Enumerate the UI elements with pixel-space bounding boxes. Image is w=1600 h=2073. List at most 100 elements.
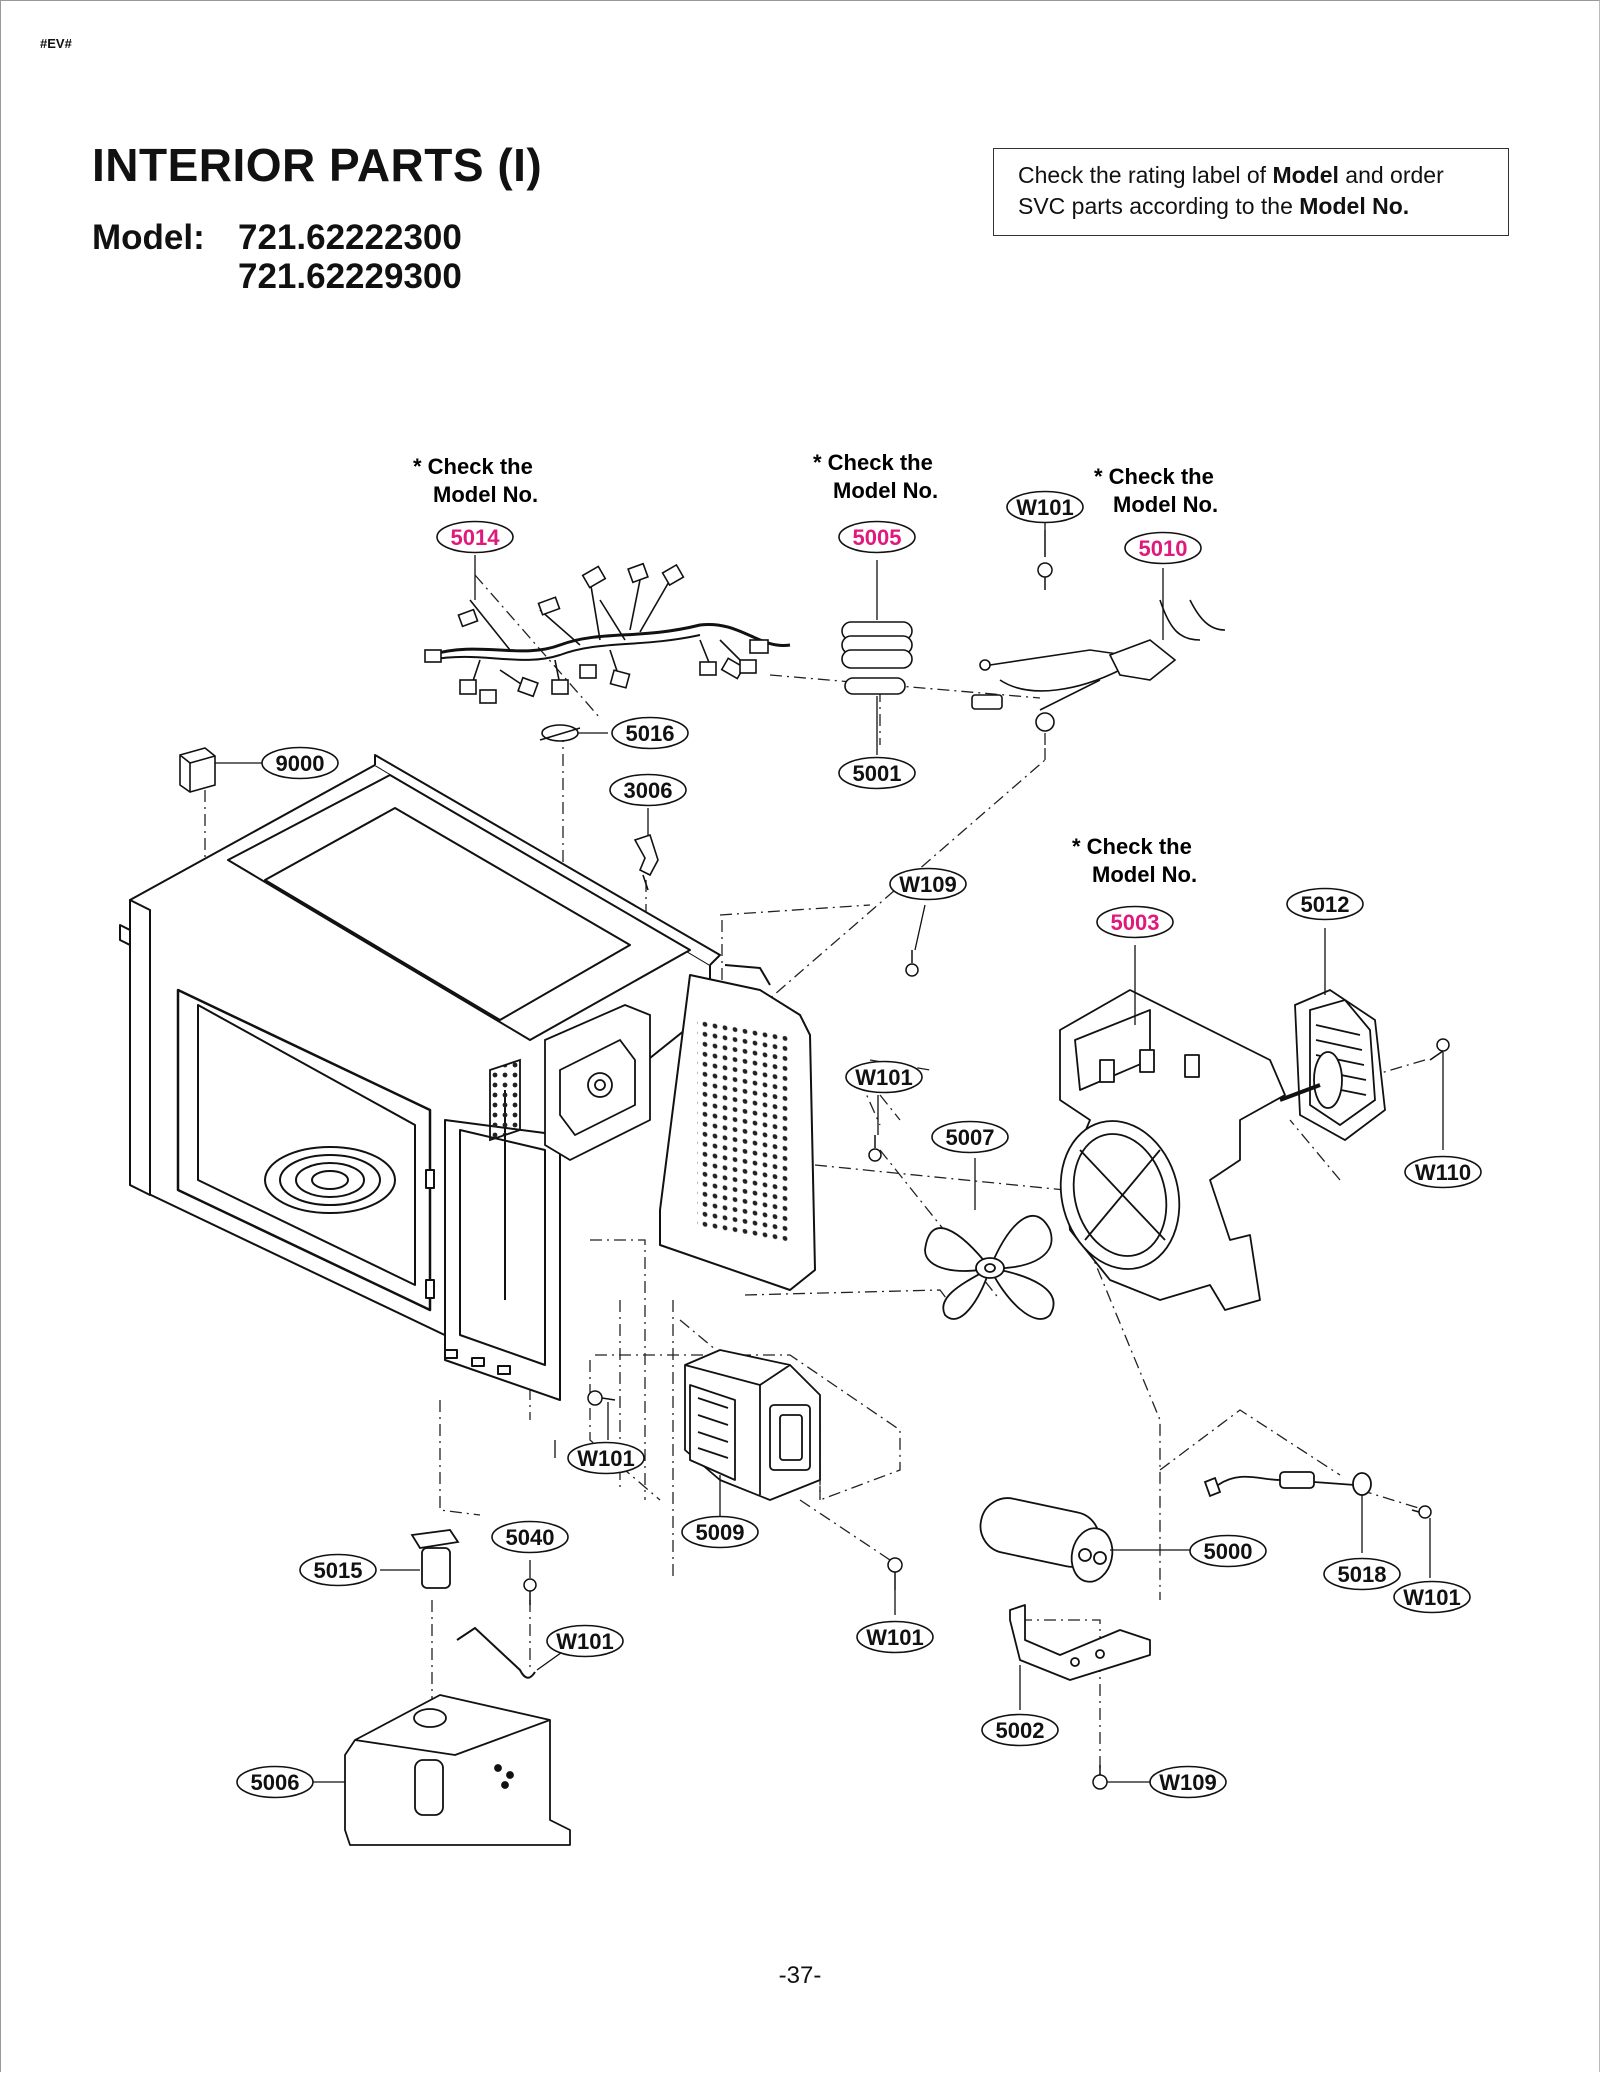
document-tag: #EV# [40,36,72,51]
diode-5018 [1203,1471,1372,1498]
callout-label: 5040 [506,1525,555,1550]
callout-label: W101 [556,1629,613,1654]
screw-w101-diode [1411,1505,1432,1519]
callout-label: 5018 [1338,1562,1387,1587]
check-note-line1: * Check the [1072,834,1192,859]
callout-oval [681,1515,759,1549]
model-label: Model: [92,218,205,257]
callout-oval [436,520,514,554]
callout-w101: W101 [567,1441,645,1475]
callout-label: 5002 [996,1718,1045,1743]
callout-label: 5012 [1301,892,1350,917]
check-note-5010: * Check the Model No. [1094,464,1218,517]
callout-oval [491,1520,569,1554]
callout-oval [609,773,687,807]
part-9000 [179,747,216,793]
fan-blade-5007 [924,1215,1055,1320]
callout-5016: 5016 [611,716,689,750]
callout-oval [236,1765,314,1799]
callout-oval [1393,1580,1471,1614]
callout-oval [931,1120,1009,1154]
callout-5014: 5014 [436,520,514,554]
callout-label: 5015 [314,1558,363,1583]
note-text: Check the rating label of [1018,162,1273,188]
callout-label: W110 [1415,1160,1471,1185]
fan-motor-5012 [1279,988,1386,1142]
screw-w110 [1429,1038,1450,1061]
note-text: and order [1338,162,1444,188]
callout-label: 5006 [251,1770,300,1795]
page-title: INTERIOR PARTS (I) [92,139,543,191]
capacitor-bracket-5002 [1009,1604,1151,1681]
screw-w101-switch [523,1578,537,1605]
screw-w101-transformer [887,1557,903,1590]
check-note-line2: Model No. [433,482,538,507]
callout-5007: 5007 [931,1120,1009,1154]
callout-5000: 5000 [1189,1534,1267,1568]
callout-w101: W101 [856,1620,934,1654]
callout-3006: 3006 [609,773,687,807]
callout-w101: W101 [1393,1580,1471,1614]
spring-5040 [456,1626,536,1679]
inner-bracket-assembly [489,1004,651,1162]
callout-5002: 5002 [981,1713,1059,1747]
side-panel-vented [659,964,816,1291]
callout-oval [1149,1765,1227,1799]
thermostat-5016 [539,724,581,742]
callout-label: W101 [1016,495,1073,520]
screw-w109-upper [905,950,919,977]
callout-oval [1189,1534,1267,1568]
screw-w109-lower [1092,1765,1108,1790]
sensor-5015 [410,1529,460,1589]
noise-filter-5010 [971,599,1226,732]
callout-5001: 5001 [838,756,916,790]
callout-label: W109 [899,872,956,897]
capacitor-5000 [979,1497,1114,1583]
callout-oval [1096,905,1174,939]
oven-cavity-assembly [119,754,721,1401]
callout-5005: 5005 [838,520,916,554]
callout-oval [838,756,916,790]
screw-w101-left [587,1390,616,1406]
note-text: SVC parts according to the [1018,193,1300,219]
check-note-line1: * Check the [813,450,933,475]
check-note-5003: * Check the Model No. [1072,834,1197,887]
callout-oval [1323,1557,1401,1591]
check-note-line1: * Check the [413,454,533,479]
callout-oval [1286,887,1364,921]
callout-label: W101 [577,1446,634,1471]
callout-oval [1124,531,1202,565]
callout-5010: 5010 [1124,531,1202,565]
callout-oval [981,1713,1059,1747]
latch-3006 [633,833,659,891]
callout-label: 5016 [626,721,675,746]
transformer-5009 [684,1349,821,1501]
callout-label: 3006 [624,778,673,803]
note-line-1: Check the rating label of Model and orde… [1018,160,1484,191]
check-note-line2: Model No. [1092,862,1197,887]
leader-w109-upper [914,904,926,951]
switch-assembly-5006 [344,1694,571,1846]
callout-oval [261,746,339,780]
callout-oval [1006,490,1084,524]
fuse-5005 [841,621,913,669]
callout-w110: W110 [1404,1155,1482,1189]
model-number-1: 721.62222300 [238,218,462,257]
fan-duct-5003 [1059,989,1286,1311]
callout-label: 5007 [946,1125,995,1150]
check-note-5005: * Check the Model No. [813,450,938,503]
callout-label: W109 [1159,1770,1216,1795]
callout-oval [567,1441,645,1475]
callout-label: 5005 [853,525,902,550]
callout-5006: 5006 [236,1765,314,1799]
callout-w101: W101 [845,1060,923,1094]
check-note-line2: Model No. [833,478,938,503]
check-note-5014: * Check the Model No. [413,454,538,507]
screw-w101-mid [868,1135,882,1162]
callout-oval [1404,1155,1482,1189]
callout-label: W101 [866,1625,923,1650]
callout-oval [611,716,689,750]
callout-oval [845,1060,923,1094]
check-note-line1: * Check the [1094,464,1214,489]
callout-w109: W109 [889,867,967,901]
